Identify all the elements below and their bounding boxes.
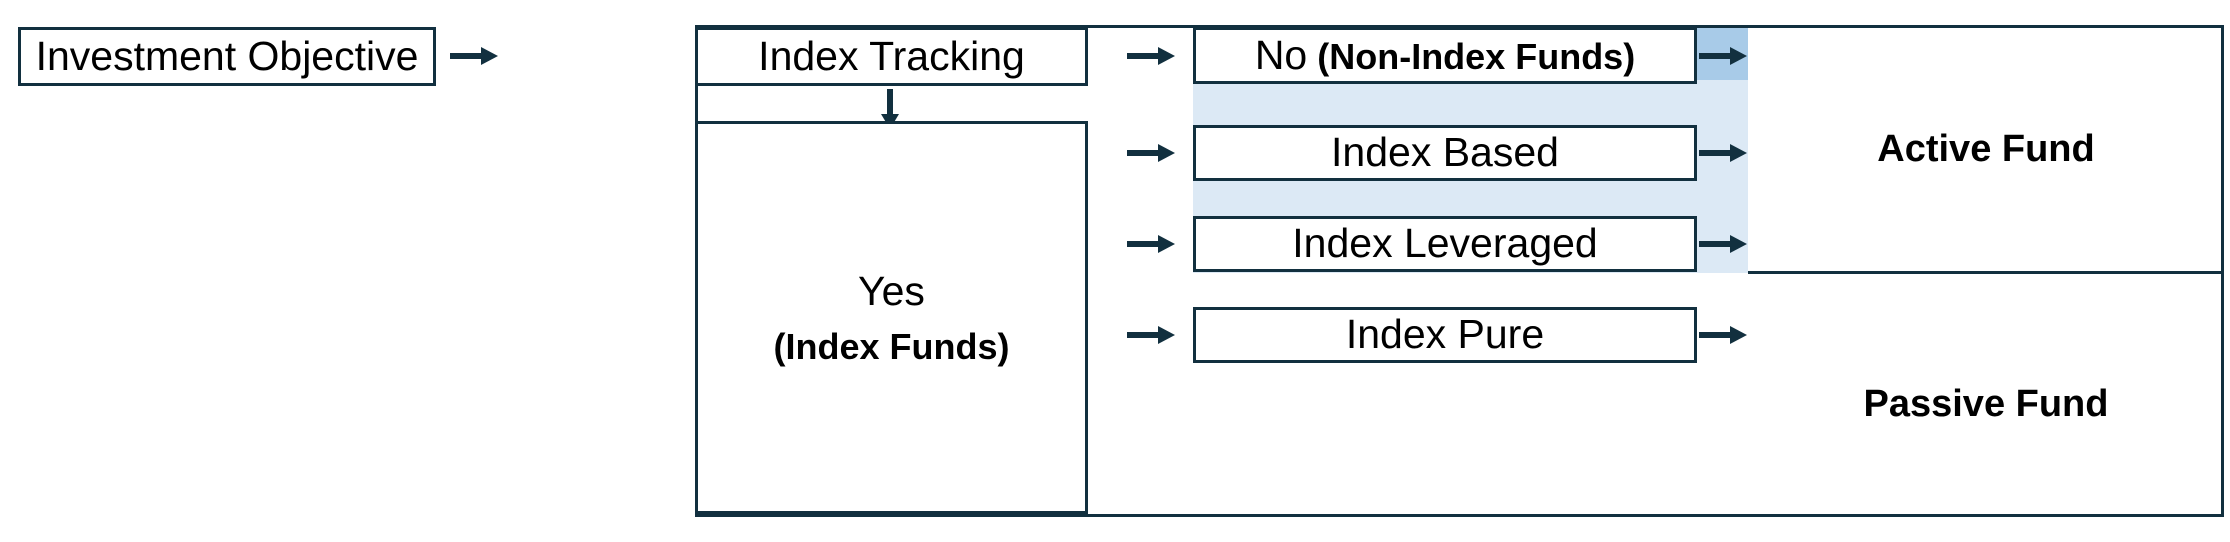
node-active-fund-label: Active Fund: [1877, 128, 2095, 171]
node-index-pure[interactable]: Index Pure: [1193, 307, 1697, 363]
grid-line-right: [2221, 25, 2224, 517]
node-investment-objective-label: Investment Objective: [35, 32, 419, 79]
node-yes-index-funds-label: Yes (Index Funds): [774, 266, 1010, 368]
arrow-index-based-to-active-fund: [1699, 139, 1747, 167]
node-index-tracking[interactable]: Index Tracking: [695, 27, 1088, 86]
arrow-yes-to-index-pure: [1127, 321, 1175, 349]
arrow-index-leveraged-to-active-fund: [1699, 230, 1747, 258]
node-index-tracking-label: Index Tracking: [758, 32, 1025, 79]
grid-line-top: [695, 25, 2224, 28]
node-passive-fund-label: Passive Fund: [1863, 382, 2109, 425]
node-index-pure-label: Index Pure: [1345, 311, 1545, 358]
node-yes-line-2: (Index Funds): [773, 325, 1010, 367]
node-index-based[interactable]: Index Based: [1193, 125, 1697, 181]
node-no-label-regular: No: [1254, 31, 1308, 78]
node-investment-objective[interactable]: Investment Objective: [18, 27, 436, 86]
node-index-leveraged-label: Index Leveraged: [1292, 220, 1598, 267]
node-yes-index-funds[interactable]: Yes (Index Funds): [695, 121, 1088, 514]
arrow-index-pure-to-passive-fund: [1699, 321, 1747, 349]
arrow-yes-to-index-leveraged: [1127, 230, 1175, 258]
grid-line-active-bottom: [1748, 271, 2224, 274]
arrow-no-to-active-fund: [1699, 42, 1747, 70]
node-index-based-label: Index Based: [1331, 129, 1559, 176]
node-yes-line-1: Yes: [858, 268, 925, 315]
node-passive-fund[interactable]: Passive Fund: [1748, 293, 2224, 515]
node-no-non-index-funds[interactable]: No (Non-Index Funds): [1193, 27, 1697, 84]
node-no-non-index-funds-label: No (Non-Index Funds): [1254, 31, 1636, 79]
arrow-objective-to-tracking: [450, 42, 498, 70]
node-no-label-bold: (Non-Index Funds): [1317, 35, 1636, 77]
node-index-leveraged[interactable]: Index Leveraged: [1193, 216, 1697, 272]
arrow-tracking-to-no: [1127, 42, 1175, 70]
node-active-fund[interactable]: Active Fund: [1748, 25, 2224, 274]
grid-line-bottom: [695, 514, 2224, 517]
arrow-yes-to-index-based: [1127, 139, 1175, 167]
